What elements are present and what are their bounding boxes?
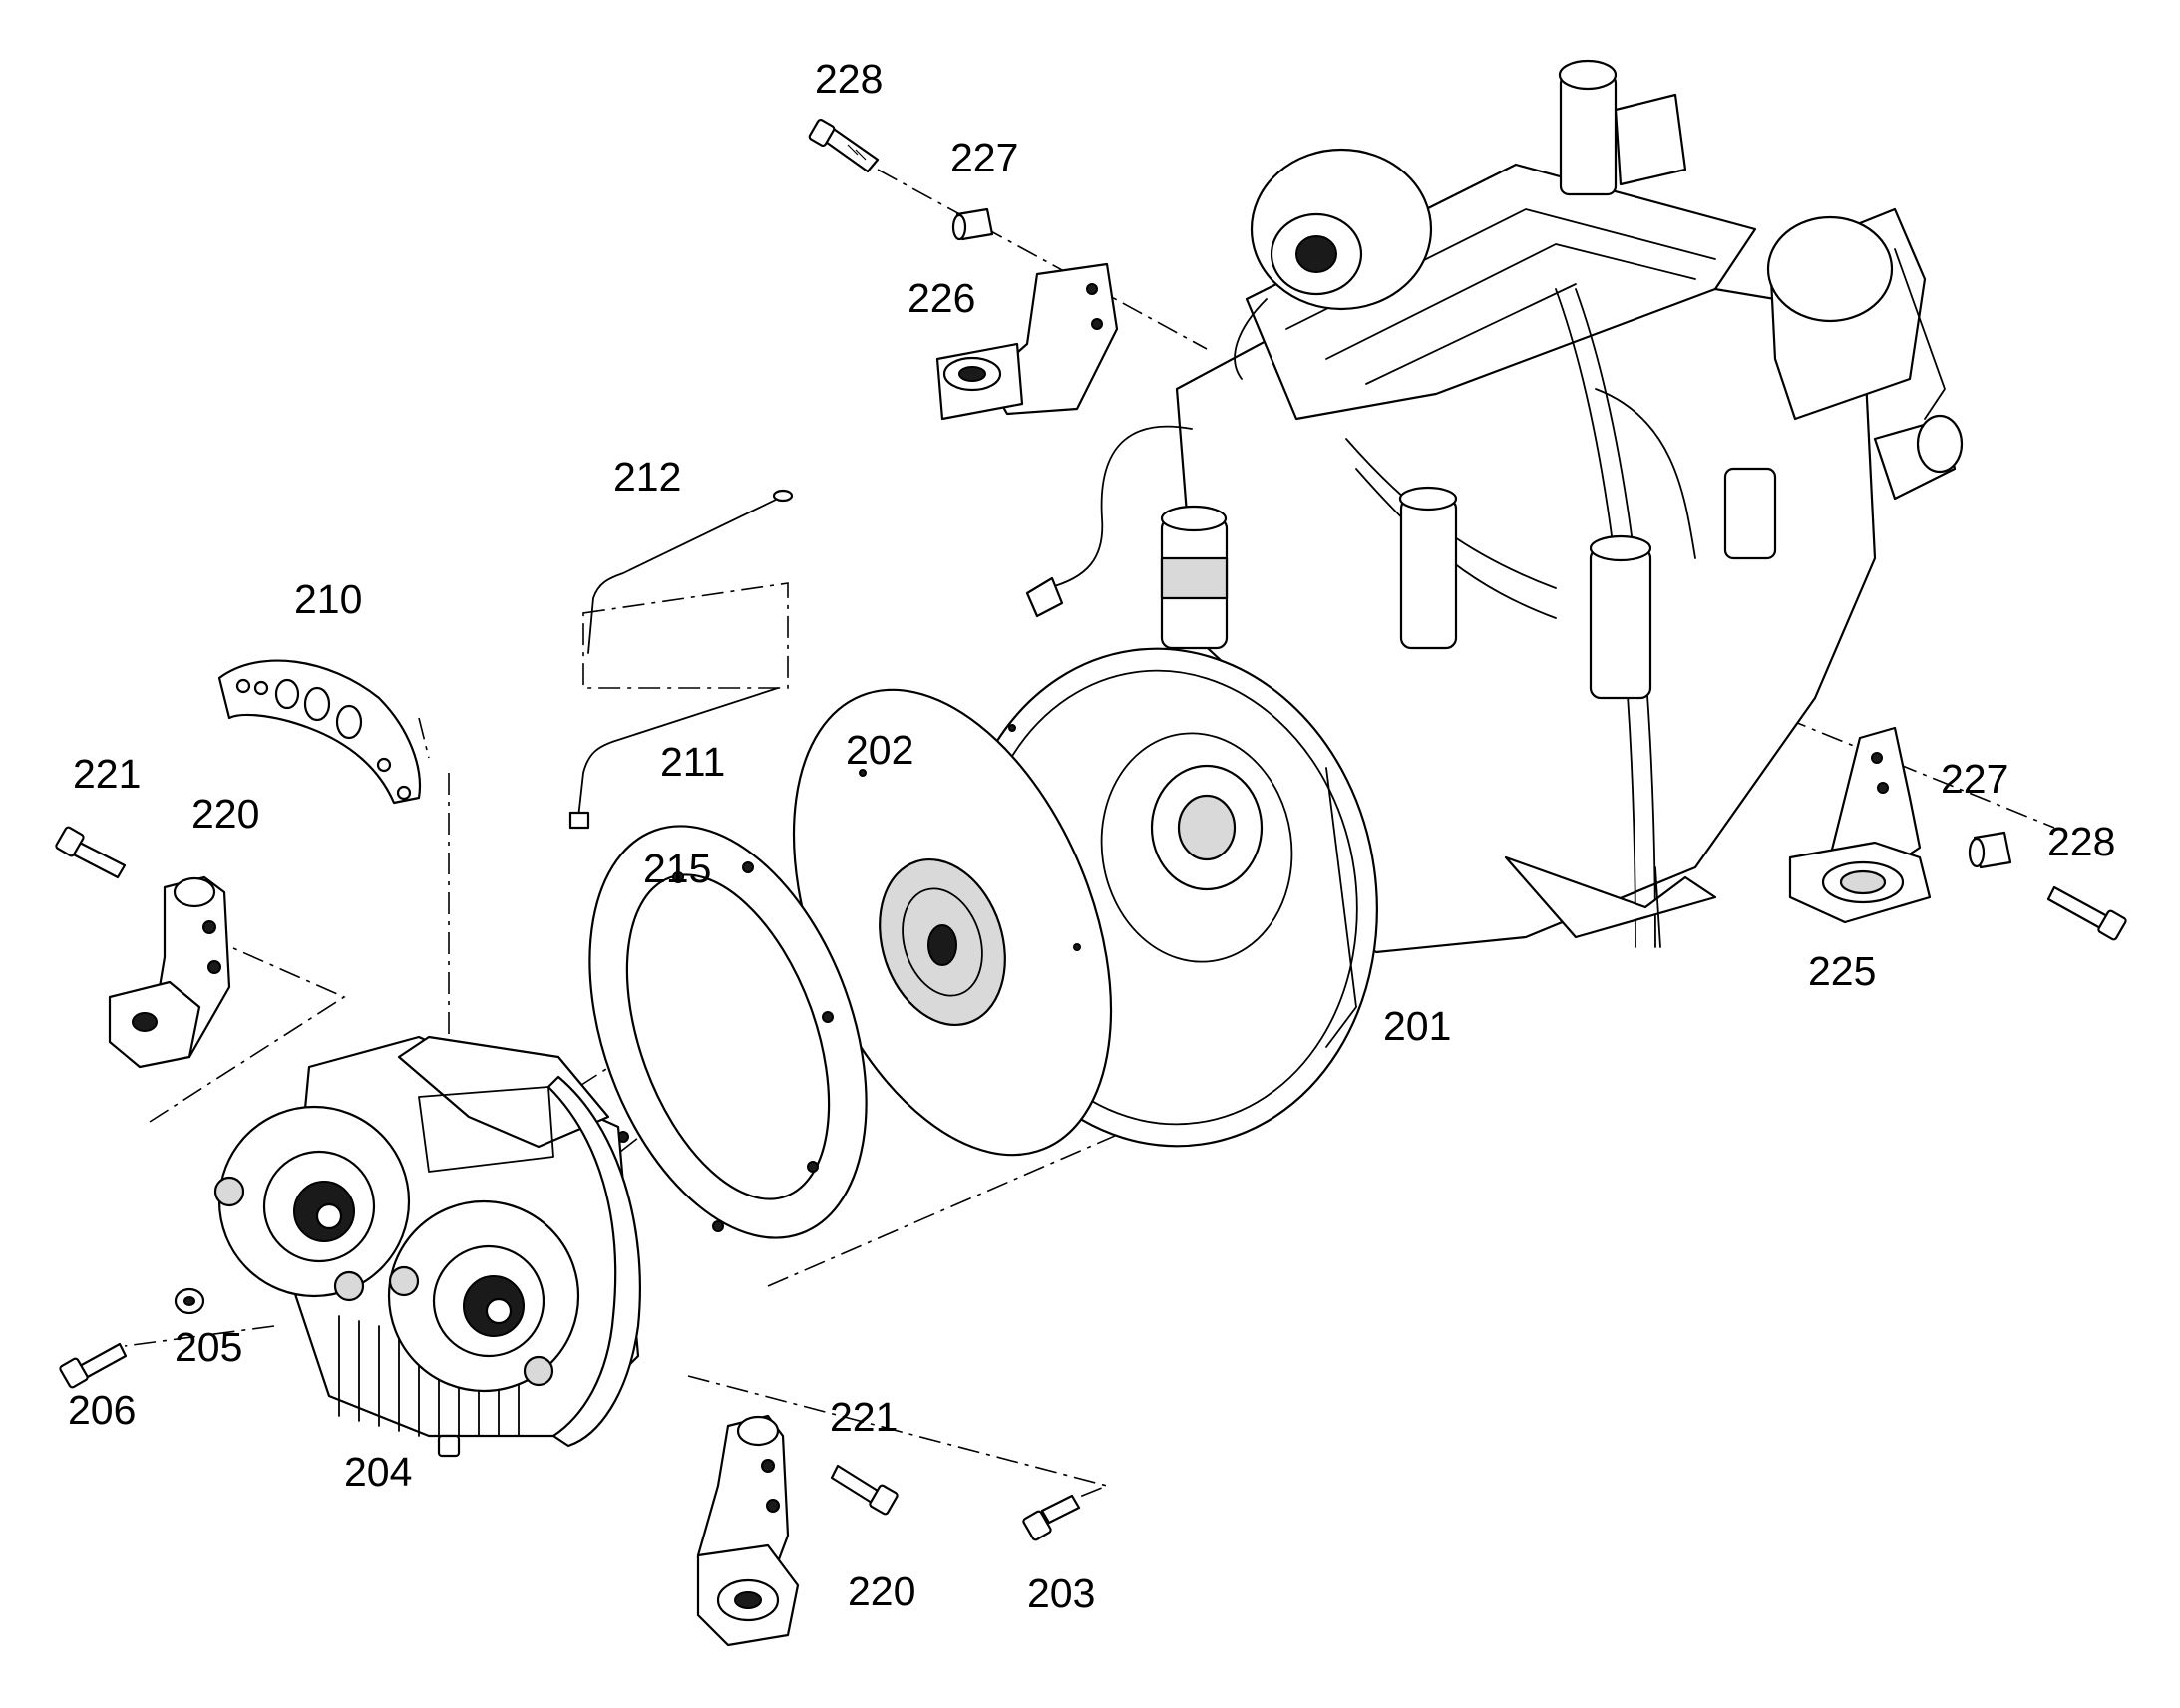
callout-211: 211 — [660, 739, 725, 785]
callout-228-right: 228 — [2047, 819, 2115, 864]
bolt-221-bottom — [830, 1464, 899, 1516]
callout-220-left: 220 — [191, 791, 259, 837]
bolt-228-right — [2046, 885, 2127, 941]
plate-210 — [217, 659, 421, 805]
callout-212: 212 — [613, 454, 681, 500]
screw-203 — [1022, 1494, 1081, 1541]
callout-215: 215 — [643, 846, 711, 891]
bracket-225 — [1788, 726, 1932, 924]
bracket-220-left — [108, 875, 231, 1069]
bolt-228-top — [808, 118, 880, 173]
callout-227-right: 227 — [1941, 756, 2008, 802]
callout-221-bottom: 221 — [830, 1394, 898, 1440]
spacer-227-right — [1968, 831, 2012, 869]
bracket-226 — [935, 262, 1119, 421]
callout-206: 206 — [68, 1387, 136, 1433]
callout-204: 204 — [344, 1449, 412, 1495]
callout-201: 201 — [1383, 1003, 1451, 1049]
callout-227-top: 227 — [950, 135, 1018, 180]
callout-203: 203 — [1027, 1570, 1095, 1616]
callout-226: 226 — [908, 275, 975, 321]
callout-228-top: 228 — [815, 56, 883, 102]
callout-220-bottom: 220 — [848, 1568, 915, 1614]
callout-221-left: 221 — [73, 751, 141, 797]
callout-labels: 228 227 226 212 210 202 211 221 220 215 … — [68, 56, 2115, 1616]
adaptor-ring-215 — [588, 825, 868, 1239]
bracket-220-bottom — [696, 1414, 800, 1647]
bolt-221-left — [55, 826, 127, 879]
fuel-filters — [1160, 467, 1777, 700]
spacer-227-top — [951, 207, 994, 241]
dipstick-tube-211 — [568, 687, 779, 830]
bolt-206 — [59, 1342, 128, 1389]
nut-205 — [174, 1287, 205, 1315]
callout-225: 225 — [1808, 948, 1876, 994]
callout-202: 202 — [846, 727, 913, 773]
flex-plate-202 — [792, 688, 1113, 1157]
gearbox-204 — [213, 1035, 641, 1458]
callout-210: 210 — [294, 576, 362, 622]
callout-205: 205 — [175, 1324, 242, 1370]
dipstick-212 — [587, 489, 794, 654]
